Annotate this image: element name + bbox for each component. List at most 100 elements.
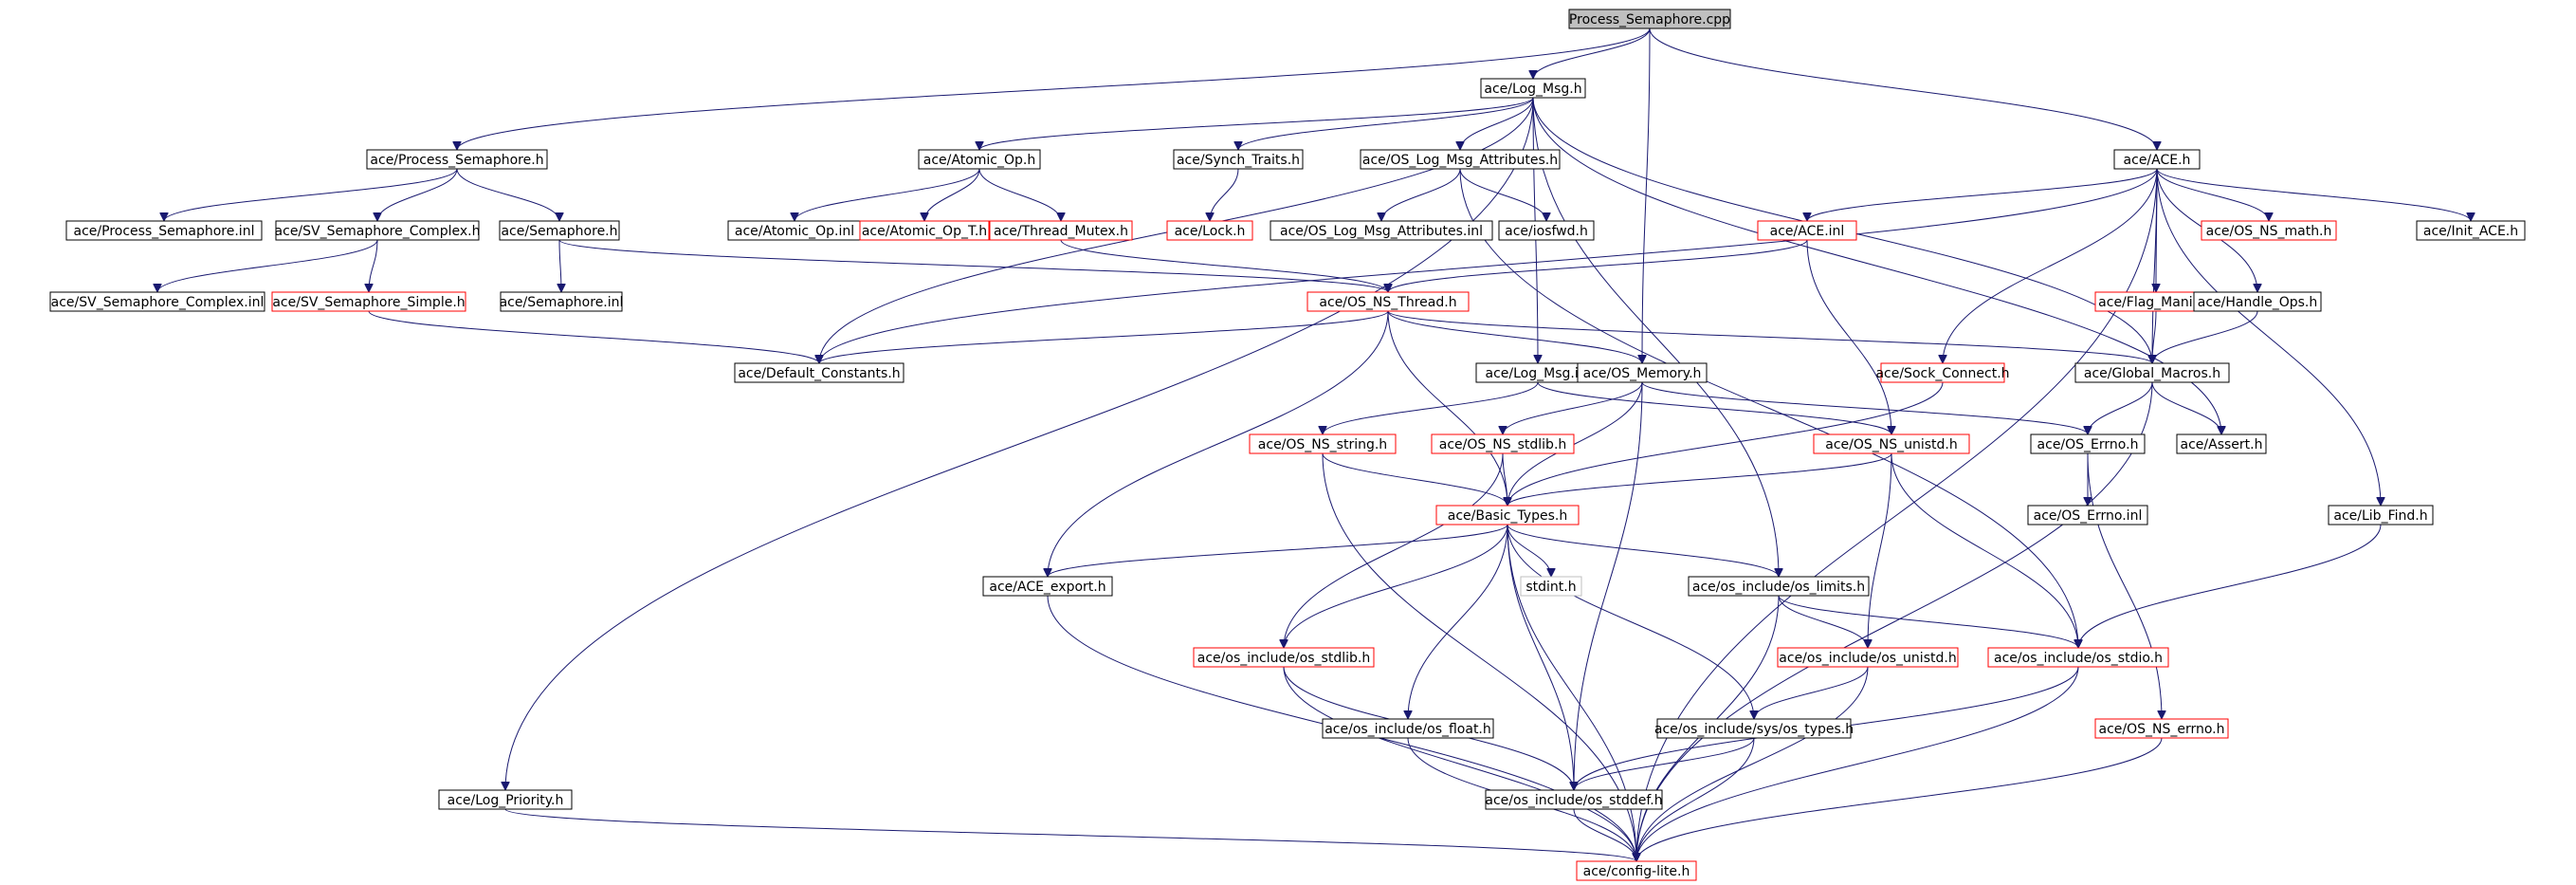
edge-logmsg-to-atomic [979, 97, 1534, 151]
edge-oslimits-to-osunistd [1778, 595, 1868, 649]
node-basictypes[interactable]: ace/Basic_Types.h [1435, 505, 1580, 525]
node-logprio[interactable]: ace/Log_Priority.h [438, 789, 573, 810]
node-box [1688, 576, 1870, 597]
edge-osstdio-to-configlite [1636, 666, 2079, 861]
node-sockconnect[interactable]: ace/Sock_Connect.h [1875, 362, 2010, 383]
edge-oslimits-to-osstdio [1778, 595, 2078, 649]
node-root: Process_Semaphore.cpp [1568, 9, 1731, 29]
node-svcomplex[interactable]: ace/SV_Semaphore_Complex.h [275, 220, 481, 241]
edge-oslogattr-to-oslogattrinl [1381, 168, 1461, 222]
node-box [1880, 362, 2005, 383]
edge-procsemh-to-procseminl [164, 168, 458, 222]
node-stdint: stdint.h [1520, 576, 1582, 597]
node-oslogattr[interactable]: ace/OS_Log_Msg_Attributes.h [1360, 149, 1561, 170]
node-osnsthread[interactable]: ace/OS_NS_Thread.h [1306, 291, 1470, 312]
node-osstdlib[interactable]: ace/os_include/os_stdlib.h [1193, 647, 1375, 668]
node-aceh[interactable]: ace/ACE.h [2113, 149, 2201, 170]
edge-procsemh-to-semh [456, 168, 559, 222]
node-osnsmath[interactable]: ace/OS_NS_math.h [2201, 220, 2337, 241]
node-osstdio[interactable]: ace/os_include/os_stdio.h [1987, 647, 2169, 668]
node-configlite[interactable]: ace/config-lite.h [1576, 860, 1697, 881]
node-iosfwd[interactable]: ace/iosfwd.h [1498, 220, 1595, 241]
edge-globalmacros-to-configlite [1636, 381, 2153, 861]
node-lock[interactable]: ace/Lock.h [1166, 220, 1253, 241]
node-flagmanip[interactable]: ace/Flag_Manip.h [2094, 291, 2218, 312]
edge-osnsunistd-to-basictypes [1507, 452, 1892, 507]
node-atomicinl[interactable]: ace/Atomic_Op.inl [727, 220, 862, 241]
node-osunistd[interactable]: ace/os_include/os_unistd.h [1777, 647, 1959, 668]
node-box [734, 362, 904, 383]
node-seminl[interactable]: ace/Semaphore.inl [500, 291, 624, 312]
node-initace[interactable]: ace/Init_ACE.h [2416, 220, 2526, 241]
node-osfloat[interactable]: ace/os_include/os_float.h [1322, 718, 1494, 739]
node-osstddef[interactable]: ace/os_include/os_stddef.h [1485, 789, 1663, 810]
node-semh[interactable]: ace/Semaphore.h [499, 220, 620, 241]
node-oslimits[interactable]: ace/os_include/os_limits.h [1688, 576, 1870, 597]
node-label: ace/OS_NS_errno.h [2098, 722, 2224, 737]
node-label: ace/os_include/os_float.h [1325, 722, 1491, 737]
node-oslogattrinl[interactable]: ace/OS_Log_Msg_Attributes.inl [1270, 220, 1493, 241]
node-label: ace/Process_Semaphore.h [370, 153, 543, 168]
node-label: ace/Log_Msg.h [1484, 82, 1581, 97]
node-label: ace/OS_Log_Msg_Attributes.inl [1280, 224, 1483, 239]
edge-osunistd-to-configlite [1636, 666, 1869, 861]
edge-aceinl-to-osnsthread [1388, 239, 1808, 293]
node-box [1360, 149, 1561, 170]
node-box [1270, 220, 1493, 241]
edge-root-to-aceh [1649, 28, 2157, 150]
node-synch[interactable]: ace/Synch_Traits.h [1173, 149, 1304, 170]
edge-basictypes-to-configlite [1507, 524, 1636, 861]
node-svcomplexinl[interactable]: ace/SV_Semaphore_Complex.inl [49, 291, 265, 312]
edge-systypes-to-osstddef [1574, 737, 1755, 791]
node-libfind[interactable]: ace/Lib_Find.h [2328, 505, 2434, 525]
node-procseminl[interactable]: ace/Process_Semaphore.inl [65, 220, 263, 241]
node-osnserrno[interactable]: ace/OS_NS_errno.h [2094, 718, 2229, 739]
node-systypes[interactable]: ace/os_include/sys/os_types.h [1654, 718, 1854, 739]
node-label: ace/OS_NS_string.h [1258, 437, 1387, 452]
node-atomict[interactable]: ace/Atomic_Op_T.h [859, 220, 990, 241]
node-box [1435, 505, 1580, 525]
edge-globalmacros-to-oserrno [2088, 381, 2153, 435]
edge-root-to-osmemory [1642, 28, 1651, 363]
node-osnsstring[interactable]: ace/OS_NS_string.h [1249, 433, 1397, 454]
node-label: ace/Atomic_Op.inl [735, 224, 854, 239]
node-logmsg[interactable]: ace/Log_Msg.h [1480, 78, 1586, 99]
node-osmemory[interactable]: ace/OS_Memory.h [1577, 362, 1708, 383]
node-oserrnoinl[interactable]: ace/OS_Errno.inl [2027, 505, 2148, 525]
node-handleops[interactable]: ace/Handle_Ops.h [2193, 291, 2322, 312]
node-label: ace/os_include/os_stdlib.h [1197, 651, 1370, 666]
node-oserrno[interactable]: ace/OS_Errno.h [2030, 433, 2146, 454]
node-atomic[interactable]: ace/Atomic_Op.h [918, 149, 1041, 170]
edge-osmemory-to-osnsstdlib [1503, 381, 1643, 435]
edge-logmsg-to-oslogattr [1460, 97, 1534, 151]
node-box [1166, 220, 1253, 241]
node-box [65, 220, 263, 241]
node-box [2193, 291, 2322, 312]
node-globalmacros[interactable]: ace/Global_Macros.h [2074, 362, 2230, 383]
node-assert[interactable]: ace/Assert.h [2176, 433, 2267, 454]
node-logmsginl[interactable]: ace/Log_Msg.inl [1475, 362, 1600, 383]
edge-osnsthread-to-defconst [819, 310, 1389, 364]
edge-sockconnect-to-basictypes [1507, 381, 1944, 506]
node-osnsunistd[interactable]: ace/OS_NS_unistd.h [1813, 433, 1970, 454]
node-procsemh[interactable]: ace/Process_Semaphore.h [366, 149, 548, 170]
node-box [2027, 505, 2148, 525]
node-box [1576, 860, 1697, 881]
node-label: ace/Lock.h [1175, 224, 1246, 239]
node-box [438, 789, 573, 810]
node-defconst[interactable]: ace/Default_Constants.h [734, 362, 904, 383]
node-box [989, 220, 1133, 241]
node-label: ace/Log_Priority.h [448, 793, 564, 808]
node-box [366, 149, 548, 170]
node-box [499, 220, 620, 241]
node-box [1777, 647, 1959, 668]
edge-osmemory-to-osstddef [1574, 381, 1643, 790]
node-aceexport[interactable]: ace/ACE_export.h [982, 576, 1113, 597]
node-aceinl[interactable]: ace/ACE.inl [1757, 220, 1857, 241]
node-osnsstdlib[interactable]: ace/OS_NS_stdlib.h [1431, 433, 1575, 454]
edge-atomic-to-atomicinl [795, 168, 980, 222]
node-threadmutex[interactable]: ace/Thread_Mutex.h [989, 220, 1133, 241]
edge-libfind-to-osstdio [2078, 524, 2382, 648]
edge-osstddef-to-configlite [1573, 808, 1636, 862]
node-svsimple[interactable]: ace/SV_Semaphore_Simple.h [271, 291, 466, 312]
